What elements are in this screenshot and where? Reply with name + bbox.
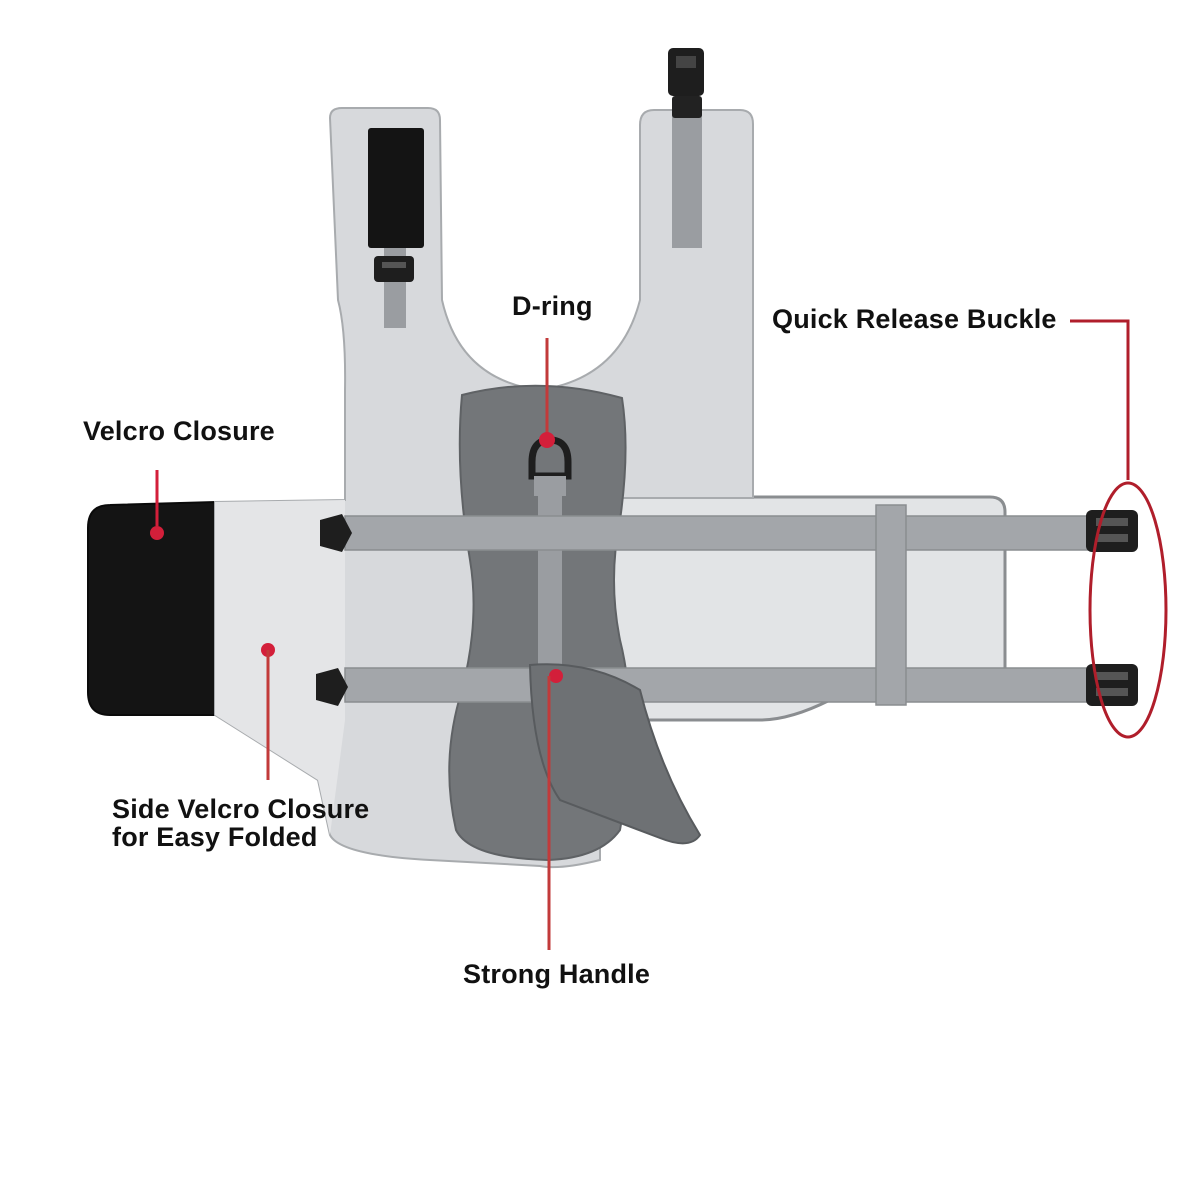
buckle-icon <box>316 668 348 706</box>
shoulder-velcro-strip <box>368 128 424 248</box>
buckle-icon <box>320 514 352 552</box>
buckle-icon <box>1086 510 1138 552</box>
label-strong-handle: Strong Handle <box>463 959 651 989</box>
connector-strap <box>875 504 907 706</box>
pointer-dot-icon <box>549 669 563 683</box>
chest-strap-upper <box>344 515 1091 551</box>
pointer-dot-icon <box>150 526 164 540</box>
buckle-icon <box>668 48 704 118</box>
callout-line-quick-release <box>1070 319 1130 480</box>
label-d-ring: D-ring <box>512 291 593 321</box>
label-quick-release-buckle: Quick Release Buckle <box>772 304 1057 334</box>
right-shoulder-strap <box>672 110 702 248</box>
shark-fin-icon <box>528 663 702 845</box>
chest-strap-lower <box>344 667 1091 703</box>
callout-ellipse-quick-release <box>1088 481 1168 739</box>
buckle-icon <box>374 256 414 282</box>
label-side-velcro-line2: for Easy Folded <box>112 822 318 853</box>
pointer-dot-icon <box>539 432 555 448</box>
label-side-velcro-line1: Side Velcro Closure <box>112 794 370 824</box>
label-velcro-closure: Velcro Closure <box>83 416 275 446</box>
vest-front-panel <box>215 500 345 835</box>
label-side-velcro-closure: Side Velcro Closure for Easy Folded <box>112 795 369 852</box>
velcro-flap <box>87 500 216 716</box>
